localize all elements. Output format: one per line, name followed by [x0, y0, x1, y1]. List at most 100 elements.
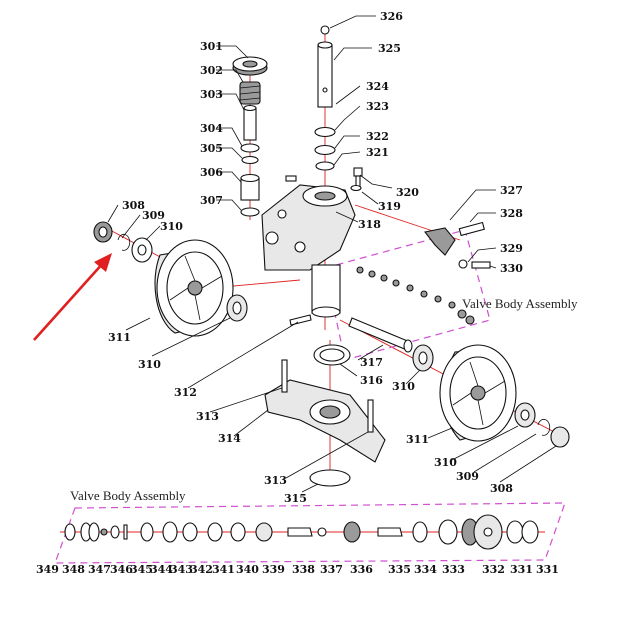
- part-label: 310: [434, 456, 457, 469]
- part-label: 301: [200, 40, 223, 53]
- part-301-cap: [232, 56, 268, 76]
- part-label: 304: [200, 122, 223, 135]
- part-311-wheel-right: [439, 344, 517, 442]
- part-306-bushing: [240, 173, 260, 201]
- part-label: 344: [150, 563, 173, 576]
- part-label: 308: [122, 199, 145, 212]
- part-label: 307: [200, 194, 223, 207]
- valve-body-title-right: Valve Body Assembly: [462, 296, 578, 311]
- part-label: 317: [360, 356, 383, 369]
- part-329-ring: [458, 259, 468, 269]
- part-323-ring: [314, 126, 336, 138]
- part-305-ring: [241, 155, 259, 165]
- part-label: 348: [62, 563, 85, 576]
- part-309-clip-b: [537, 418, 551, 436]
- part-label: 310: [392, 380, 415, 393]
- part-321-ring: [315, 161, 335, 171]
- part-317-axle: [348, 317, 413, 353]
- pump-body: [261, 184, 356, 271]
- part-311-wheel-left: [154, 239, 234, 337]
- part-label: 311: [108, 331, 131, 344]
- part-310-bearing-c: [412, 344, 434, 372]
- part-322-ring: [314, 144, 336, 156]
- part-313-pin-b: [367, 399, 374, 433]
- part-label: 330: [500, 262, 523, 275]
- part-label: 314: [218, 432, 241, 445]
- part-310-bearing-b: [226, 294, 248, 322]
- part-327-lever: [424, 227, 456, 256]
- part-label: 346: [110, 563, 133, 576]
- pump-cylinder: [311, 264, 341, 318]
- part-label: 339: [262, 563, 285, 576]
- part-label: 310: [138, 358, 161, 371]
- part-label: 331: [510, 563, 533, 576]
- part-310-bearing-d: [514, 402, 536, 428]
- part-label: 338: [292, 563, 315, 576]
- part-label: 328: [500, 207, 523, 220]
- part-label: 345: [130, 563, 153, 576]
- part-label: 342: [190, 563, 213, 576]
- part-label: 306: [200, 166, 223, 179]
- part-label: 329: [500, 242, 523, 255]
- part-314-fork: [264, 379, 386, 463]
- part-label: 311: [406, 433, 429, 446]
- part-label: 313: [196, 410, 219, 423]
- part-label: 324: [366, 80, 389, 93]
- part-label: 320: [396, 186, 419, 199]
- part-307-ring: [240, 207, 260, 217]
- part-304-washer: [240, 143, 260, 153]
- valve-box-right: [324, 229, 491, 361]
- part-label: 334: [414, 563, 437, 576]
- part-328-pin: [458, 221, 485, 237]
- part-label: 326: [380, 10, 403, 23]
- part-label: 308: [490, 482, 513, 495]
- part-label: 325: [378, 42, 401, 55]
- part-label: 305: [200, 142, 223, 155]
- part-325-piston: [317, 41, 333, 108]
- part-label: 331: [536, 563, 559, 576]
- part-label: 322: [366, 130, 389, 143]
- part-label: 319: [378, 200, 401, 213]
- part-label: 312: [174, 386, 197, 399]
- part-318-pin: [285, 175, 297, 182]
- valve-box-bottom: [54, 502, 566, 564]
- part-312-pin: [289, 314, 312, 326]
- part-label: 302: [200, 64, 223, 77]
- valve-parts-right: [356, 266, 475, 325]
- part-label: 310: [160, 220, 183, 233]
- bottom-valve-parts: [64, 514, 539, 550]
- part-326-ball: [320, 25, 330, 35]
- part-316-ring: [313, 344, 351, 366]
- part-label: 347: [88, 563, 111, 576]
- part-label: 316: [360, 374, 383, 387]
- part-label: 340: [236, 563, 259, 576]
- part-label: 335: [388, 563, 411, 576]
- part-label: 332: [482, 563, 505, 576]
- red-arrow: [33, 253, 112, 341]
- part-315-ring: [309, 469, 351, 487]
- part-label: 313: [264, 474, 287, 487]
- part-313-pin: [281, 359, 288, 393]
- leader-lines: [107, 15, 557, 493]
- part-302-spring: [239, 81, 261, 105]
- part-309-clip: [117, 233, 131, 251]
- part-303-pin: [243, 104, 257, 141]
- part-label: 349: [36, 563, 59, 576]
- part-labels: 301 302 303 304 305 306 307 308 309 310 …: [36, 10, 559, 576]
- part-label: 333: [442, 563, 465, 576]
- part-label: 309: [142, 209, 165, 222]
- part-330-pin: [471, 261, 491, 269]
- part-label: 336: [350, 563, 373, 576]
- part-308-cap: [550, 426, 570, 448]
- part-label: 303: [200, 88, 223, 101]
- part-label: 343: [170, 563, 193, 576]
- valve-body-title-bottom: Valve Body Assembly: [70, 488, 186, 503]
- part-310-bearing: [131, 237, 153, 263]
- part-label: 323: [366, 100, 389, 113]
- part-320-washer: [350, 184, 362, 192]
- part-label: 318: [358, 218, 381, 231]
- part-label: 321: [366, 146, 389, 159]
- part-label: 337: [320, 563, 343, 576]
